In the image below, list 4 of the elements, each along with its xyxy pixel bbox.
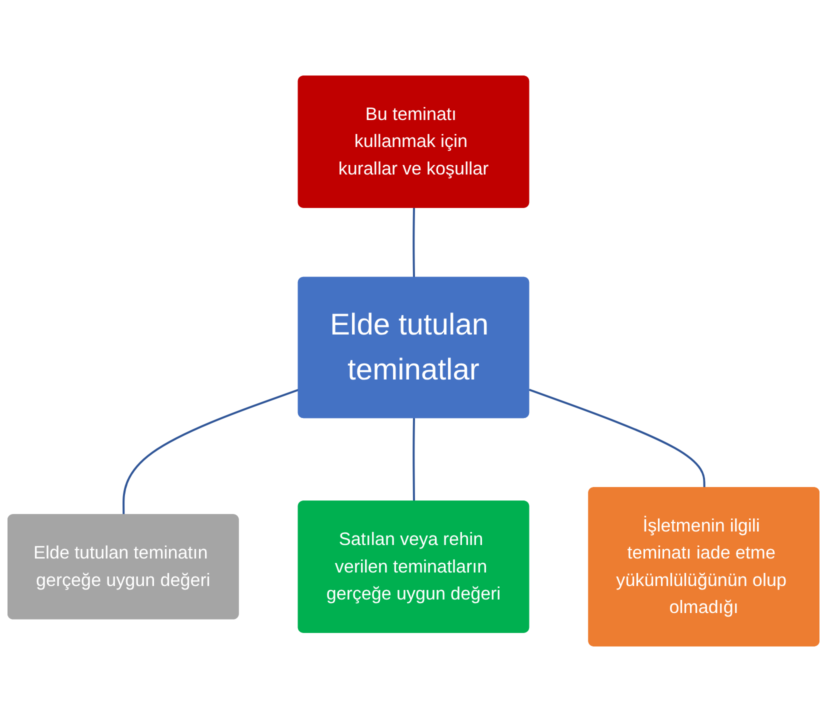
connector [122,388,300,516]
connector [412,208,415,278]
connector [528,388,706,488]
connector [412,418,415,502]
